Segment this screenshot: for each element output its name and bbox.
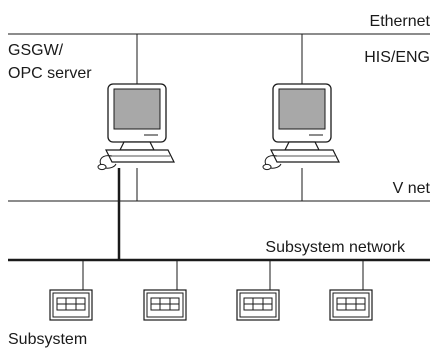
vnet-label: V net: [393, 180, 431, 197]
ethernet-label: Ethernet: [370, 13, 431, 30]
subsystem-label: Subsystem: [8, 331, 87, 348]
subsystem-unit-icon: [236, 289, 280, 321]
his-workstation-icon: [262, 83, 340, 171]
subsystem-unit-icon: [143, 289, 187, 321]
subsystem-unit-icon: [49, 289, 93, 321]
gsgw-workstation-icon: [97, 83, 175, 171]
gsgw-label-line1: GSGW/: [8, 42, 64, 59]
subsystem-unit-icon: [329, 289, 373, 321]
his-eng-label: HIS/ENG: [364, 49, 430, 66]
subsystem-network-label: Subsystem network: [265, 239, 406, 256]
gsgw-label-line2: OPC server: [8, 65, 92, 82]
